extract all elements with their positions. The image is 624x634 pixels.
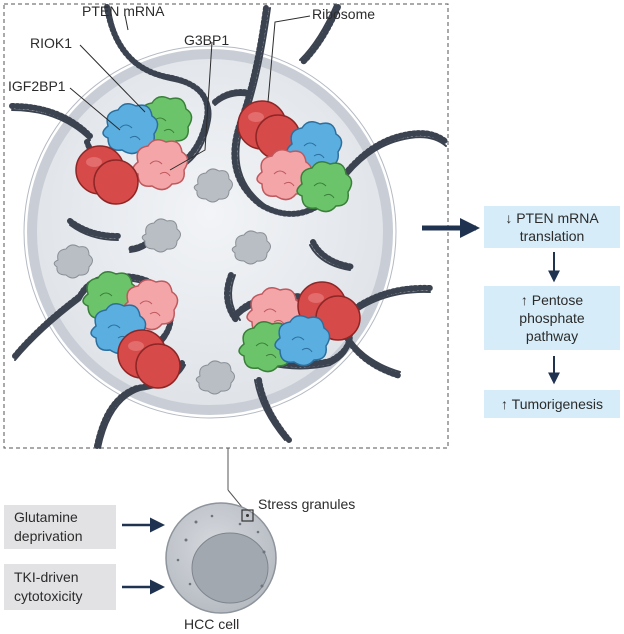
outcome-tumorigenesis: ↑ Tumorigenesis bbox=[484, 390, 620, 418]
ribosome-label: Ribosome bbox=[312, 6, 376, 22]
riok1-label: RIOK1 bbox=[30, 35, 73, 51]
hcc-cell-label: HCC cell bbox=[184, 616, 240, 632]
hcc-cell-icon bbox=[165, 502, 277, 614]
stress-granules-label: Stress granules bbox=[258, 496, 356, 512]
igf2bp1-label: IGF2BP1 bbox=[8, 78, 66, 94]
pten-mrna-label: PTEN mRNA bbox=[82, 3, 165, 19]
g3bp1-label: G3BP1 bbox=[184, 32, 230, 48]
label-leader-lines bbox=[69, 14, 311, 171]
